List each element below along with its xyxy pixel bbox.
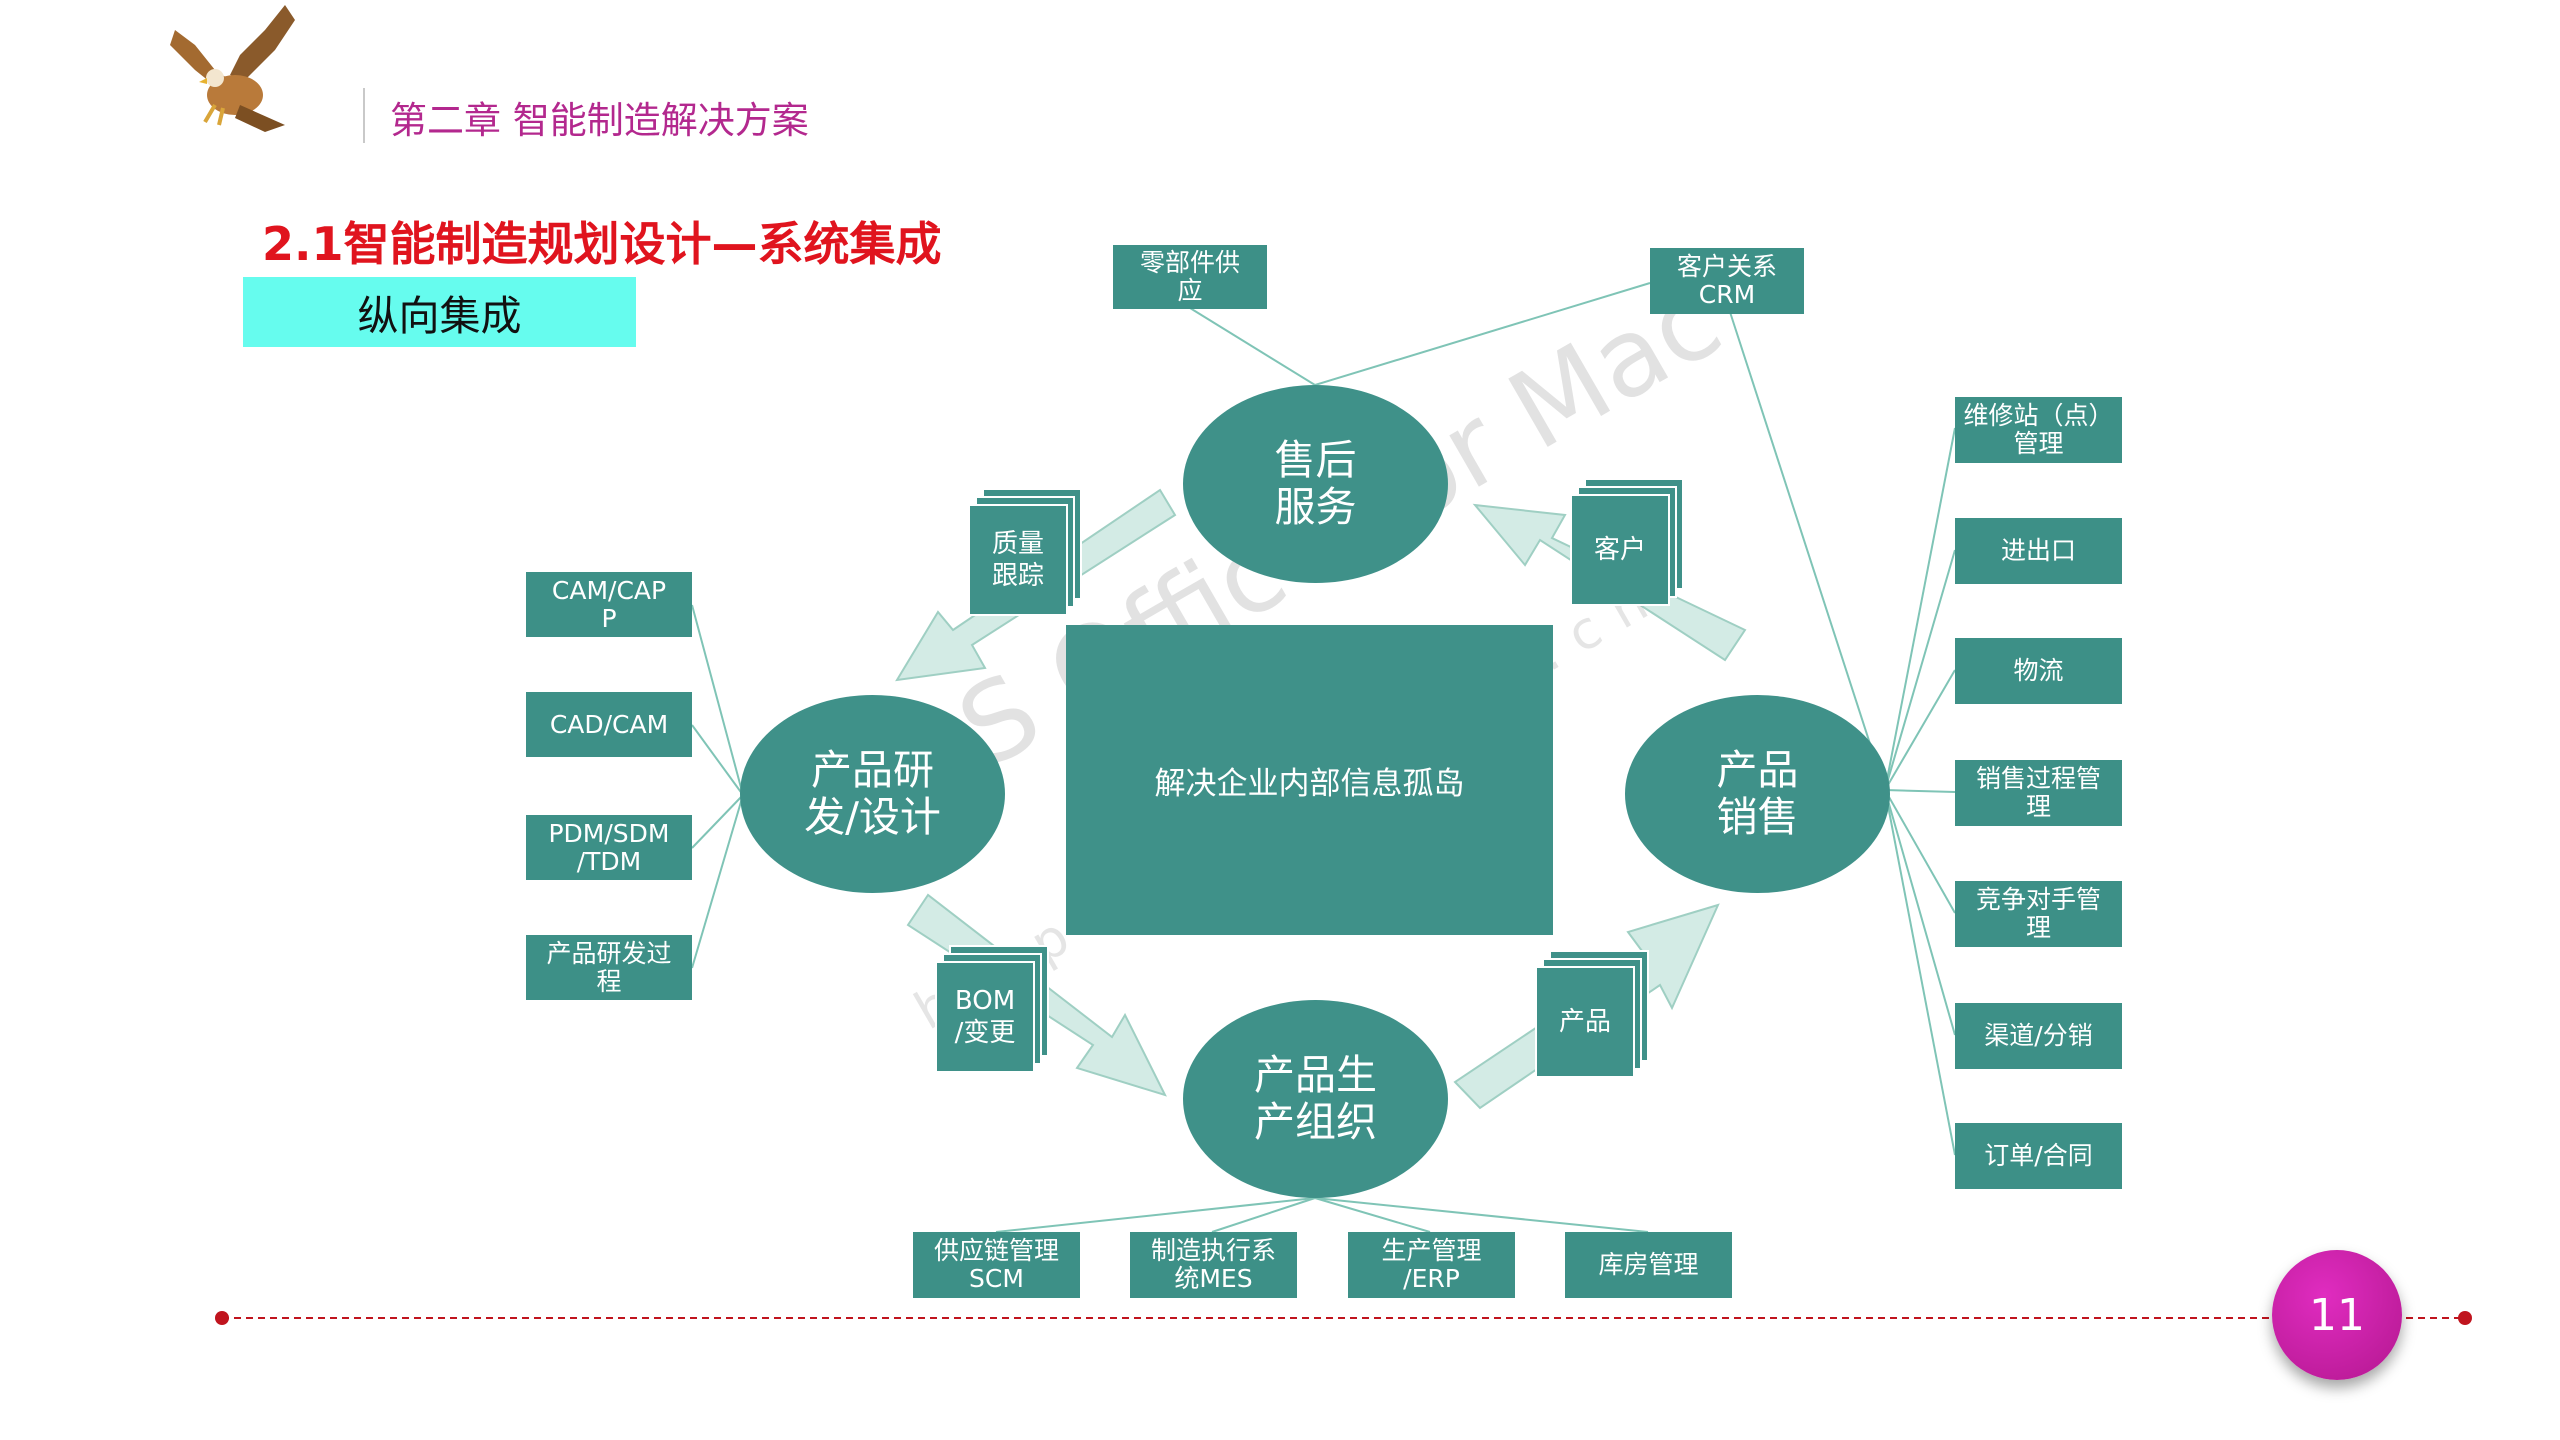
box-rnd-process: 产品研发过 程 [526,935,692,1000]
box-warehouse: 库房管理 [1565,1232,1732,1298]
eagle-logo [170,5,295,132]
box-erp: 生产管理 /ERP [1348,1232,1515,1298]
doc-product: 产品 [1535,950,1649,1082]
header-divider [363,88,365,143]
doc-quality-tracking: 质量 跟踪 [968,488,1082,620]
box-channel: 渠道/分销 [1955,1003,2122,1069]
chapter-title: 第二章 智能制造解决方案 [390,99,809,142]
box-logistics: 物流 [1955,638,2122,704]
box-cam-capp: CAM/CAP P [526,572,692,637]
box-parts-supply: 零部件供 应 [1113,245,1267,309]
page-number-badge: 11 [2272,1250,2402,1380]
box-pdm-sdm-tdm: PDM/SDM /TDM [526,815,692,880]
node-rnd-design: 产品研 发/设计 [740,695,1005,893]
box-mes: 制造执行系 统MES [1130,1232,1297,1298]
doc-customer: 客户 [1570,478,1684,610]
box-repair-station: 维修站（点） 管理 [1955,397,2122,463]
section-title: 2.1智能制造规划设计—系统集成 [262,217,942,271]
doc-bom: BOM /变更 [935,945,1049,1077]
doc-quality-label: 质量 跟踪 [968,504,1068,616]
box-cad-cam: CAD/CAM [526,692,692,757]
node-production: 产品生 产组织 [1183,1000,1448,1198]
box-crm: 客户关系 CRM [1650,248,1804,314]
doc-product-label: 产品 [1535,966,1635,1078]
subtitle-label: 纵向集成 [243,277,636,347]
node-sales: 产品 销售 [1625,695,1890,893]
node-after-sales: 售后 服务 [1183,385,1448,583]
doc-bom-label: BOM /变更 [935,961,1035,1073]
box-sales-process: 销售过程管 理 [1955,760,2122,826]
doc-customer-label: 客户 [1570,494,1670,606]
box-order-contract: 订单/合同 [1955,1123,2122,1189]
center-box: 解决企业内部信息孤岛 [1066,625,1553,935]
box-competitor: 竞争对手管 理 [1955,881,2122,947]
box-import-export: 进出口 [1955,518,2122,584]
box-scm: 供应链管理 SCM [913,1232,1080,1298]
